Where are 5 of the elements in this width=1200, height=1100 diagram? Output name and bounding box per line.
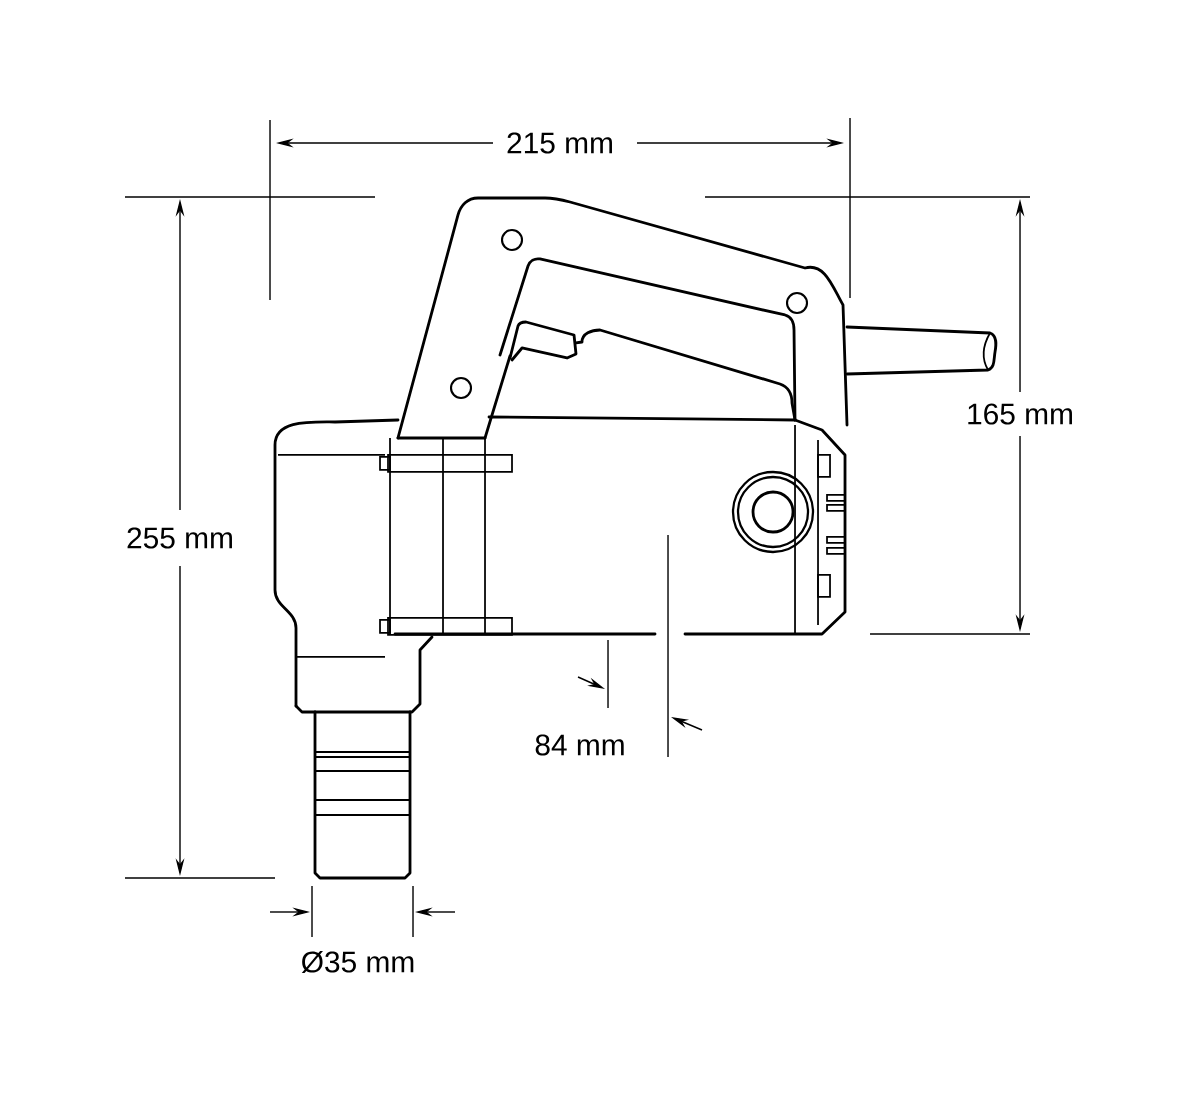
dimension-label: Ø35 mm (301, 950, 414, 974)
dimension-label: 165 mm (968, 403, 1072, 425)
dimension-label: 255 mm (127, 527, 232, 549)
dimension-label: 84 mm (535, 734, 624, 756)
dimension-label: 215 mm (507, 132, 612, 154)
